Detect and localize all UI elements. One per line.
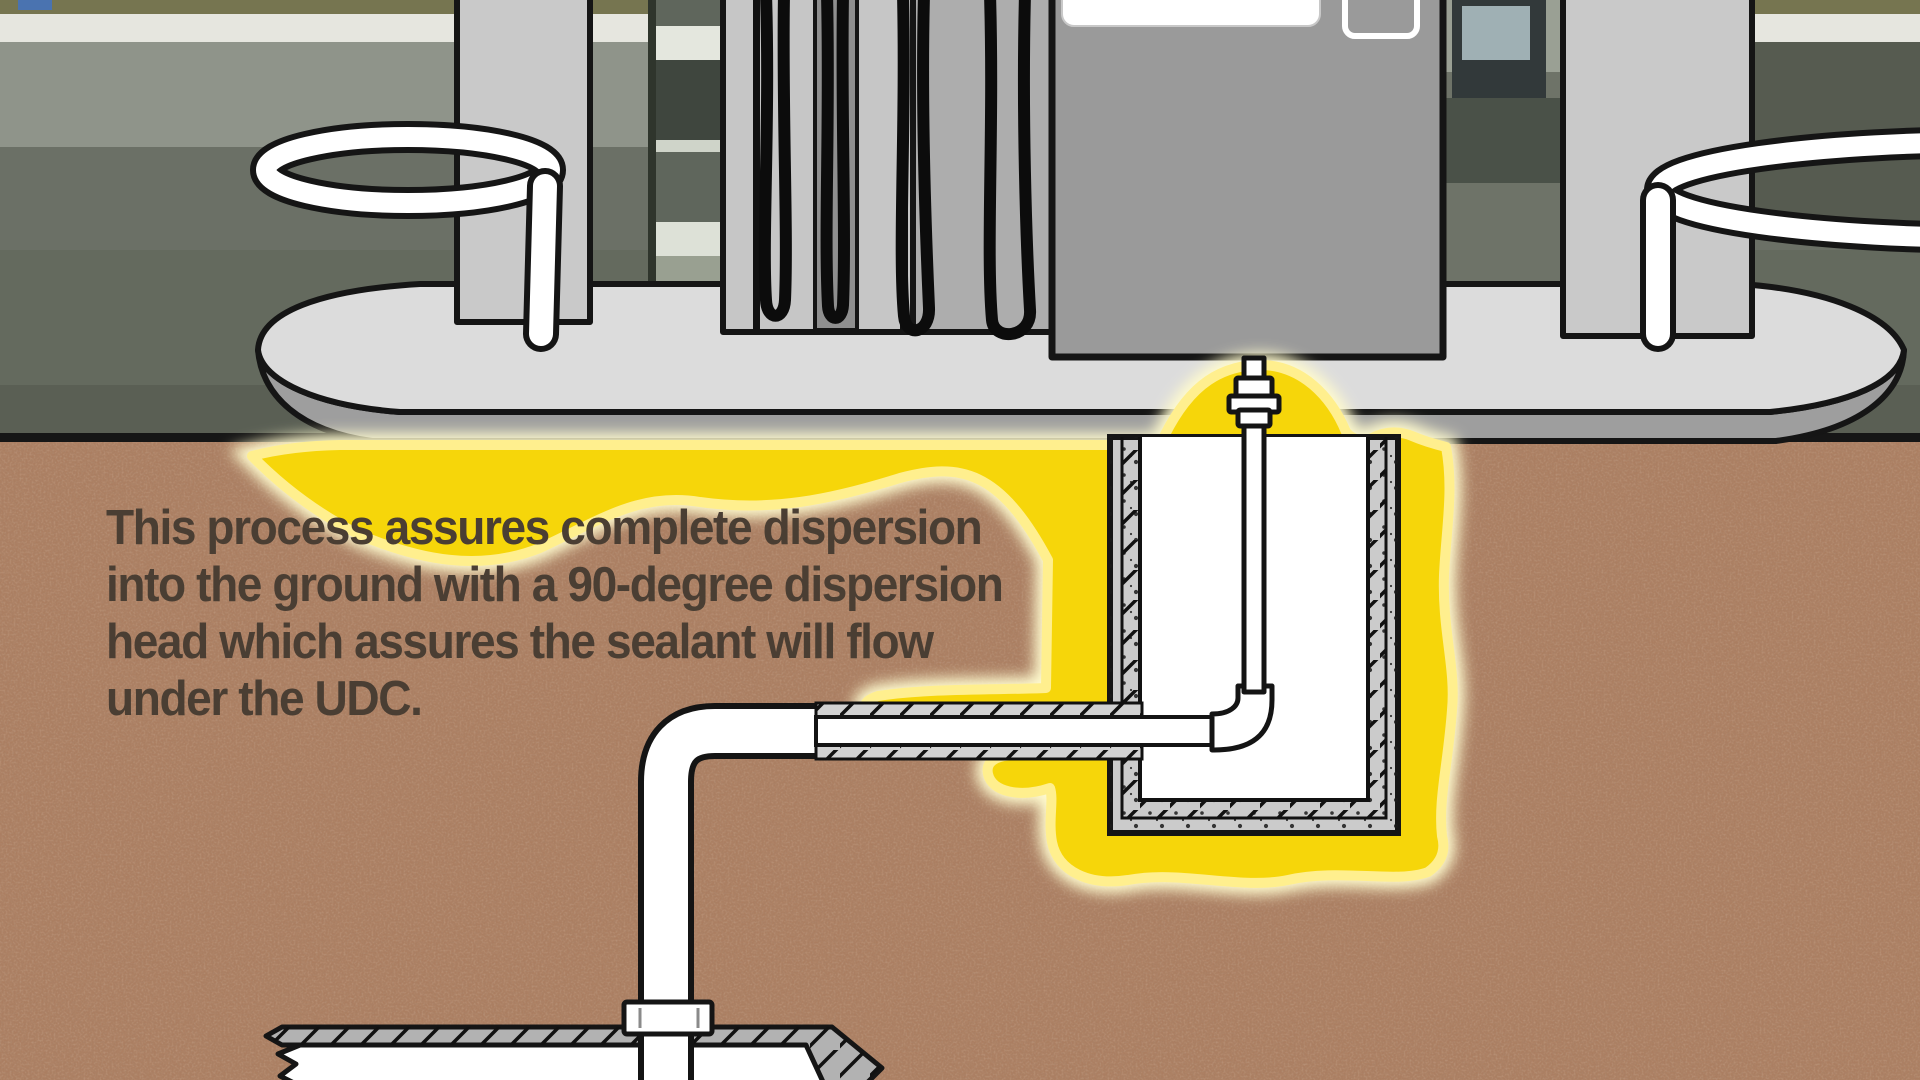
hose-cabinet bbox=[720, 0, 916, 335]
left-guard-rail bbox=[250, 121, 566, 352]
fuel-hoses bbox=[758, 0, 1036, 341]
caption-text: This process assures complete dispersion… bbox=[106, 501, 1004, 726]
underground-tank bbox=[263, 1024, 885, 1080]
price-screen-panel bbox=[1061, 0, 1321, 27]
distant-sign bbox=[18, 0, 52, 10]
air-machine-photo-strip bbox=[1443, 0, 1563, 335]
keypad-square bbox=[1342, 0, 1420, 39]
supply-pipe-bend bbox=[638, 703, 858, 1080]
storefront-photo-strip bbox=[648, 0, 725, 284]
elbow-90-degree bbox=[1209, 683, 1275, 753]
right-guard-rail bbox=[1640, 127, 1920, 352]
drop-pipe bbox=[1226, 355, 1282, 695]
pipe-coupling bbox=[621, 999, 715, 1037]
horizontal-pipe bbox=[814, 715, 1218, 747]
tank-body bbox=[275, 1042, 856, 1080]
dispenser-cabinet bbox=[1048, 0, 1447, 361]
dispersion-head-fitting bbox=[1226, 355, 1282, 429]
tank-top-band bbox=[263, 1024, 885, 1080]
